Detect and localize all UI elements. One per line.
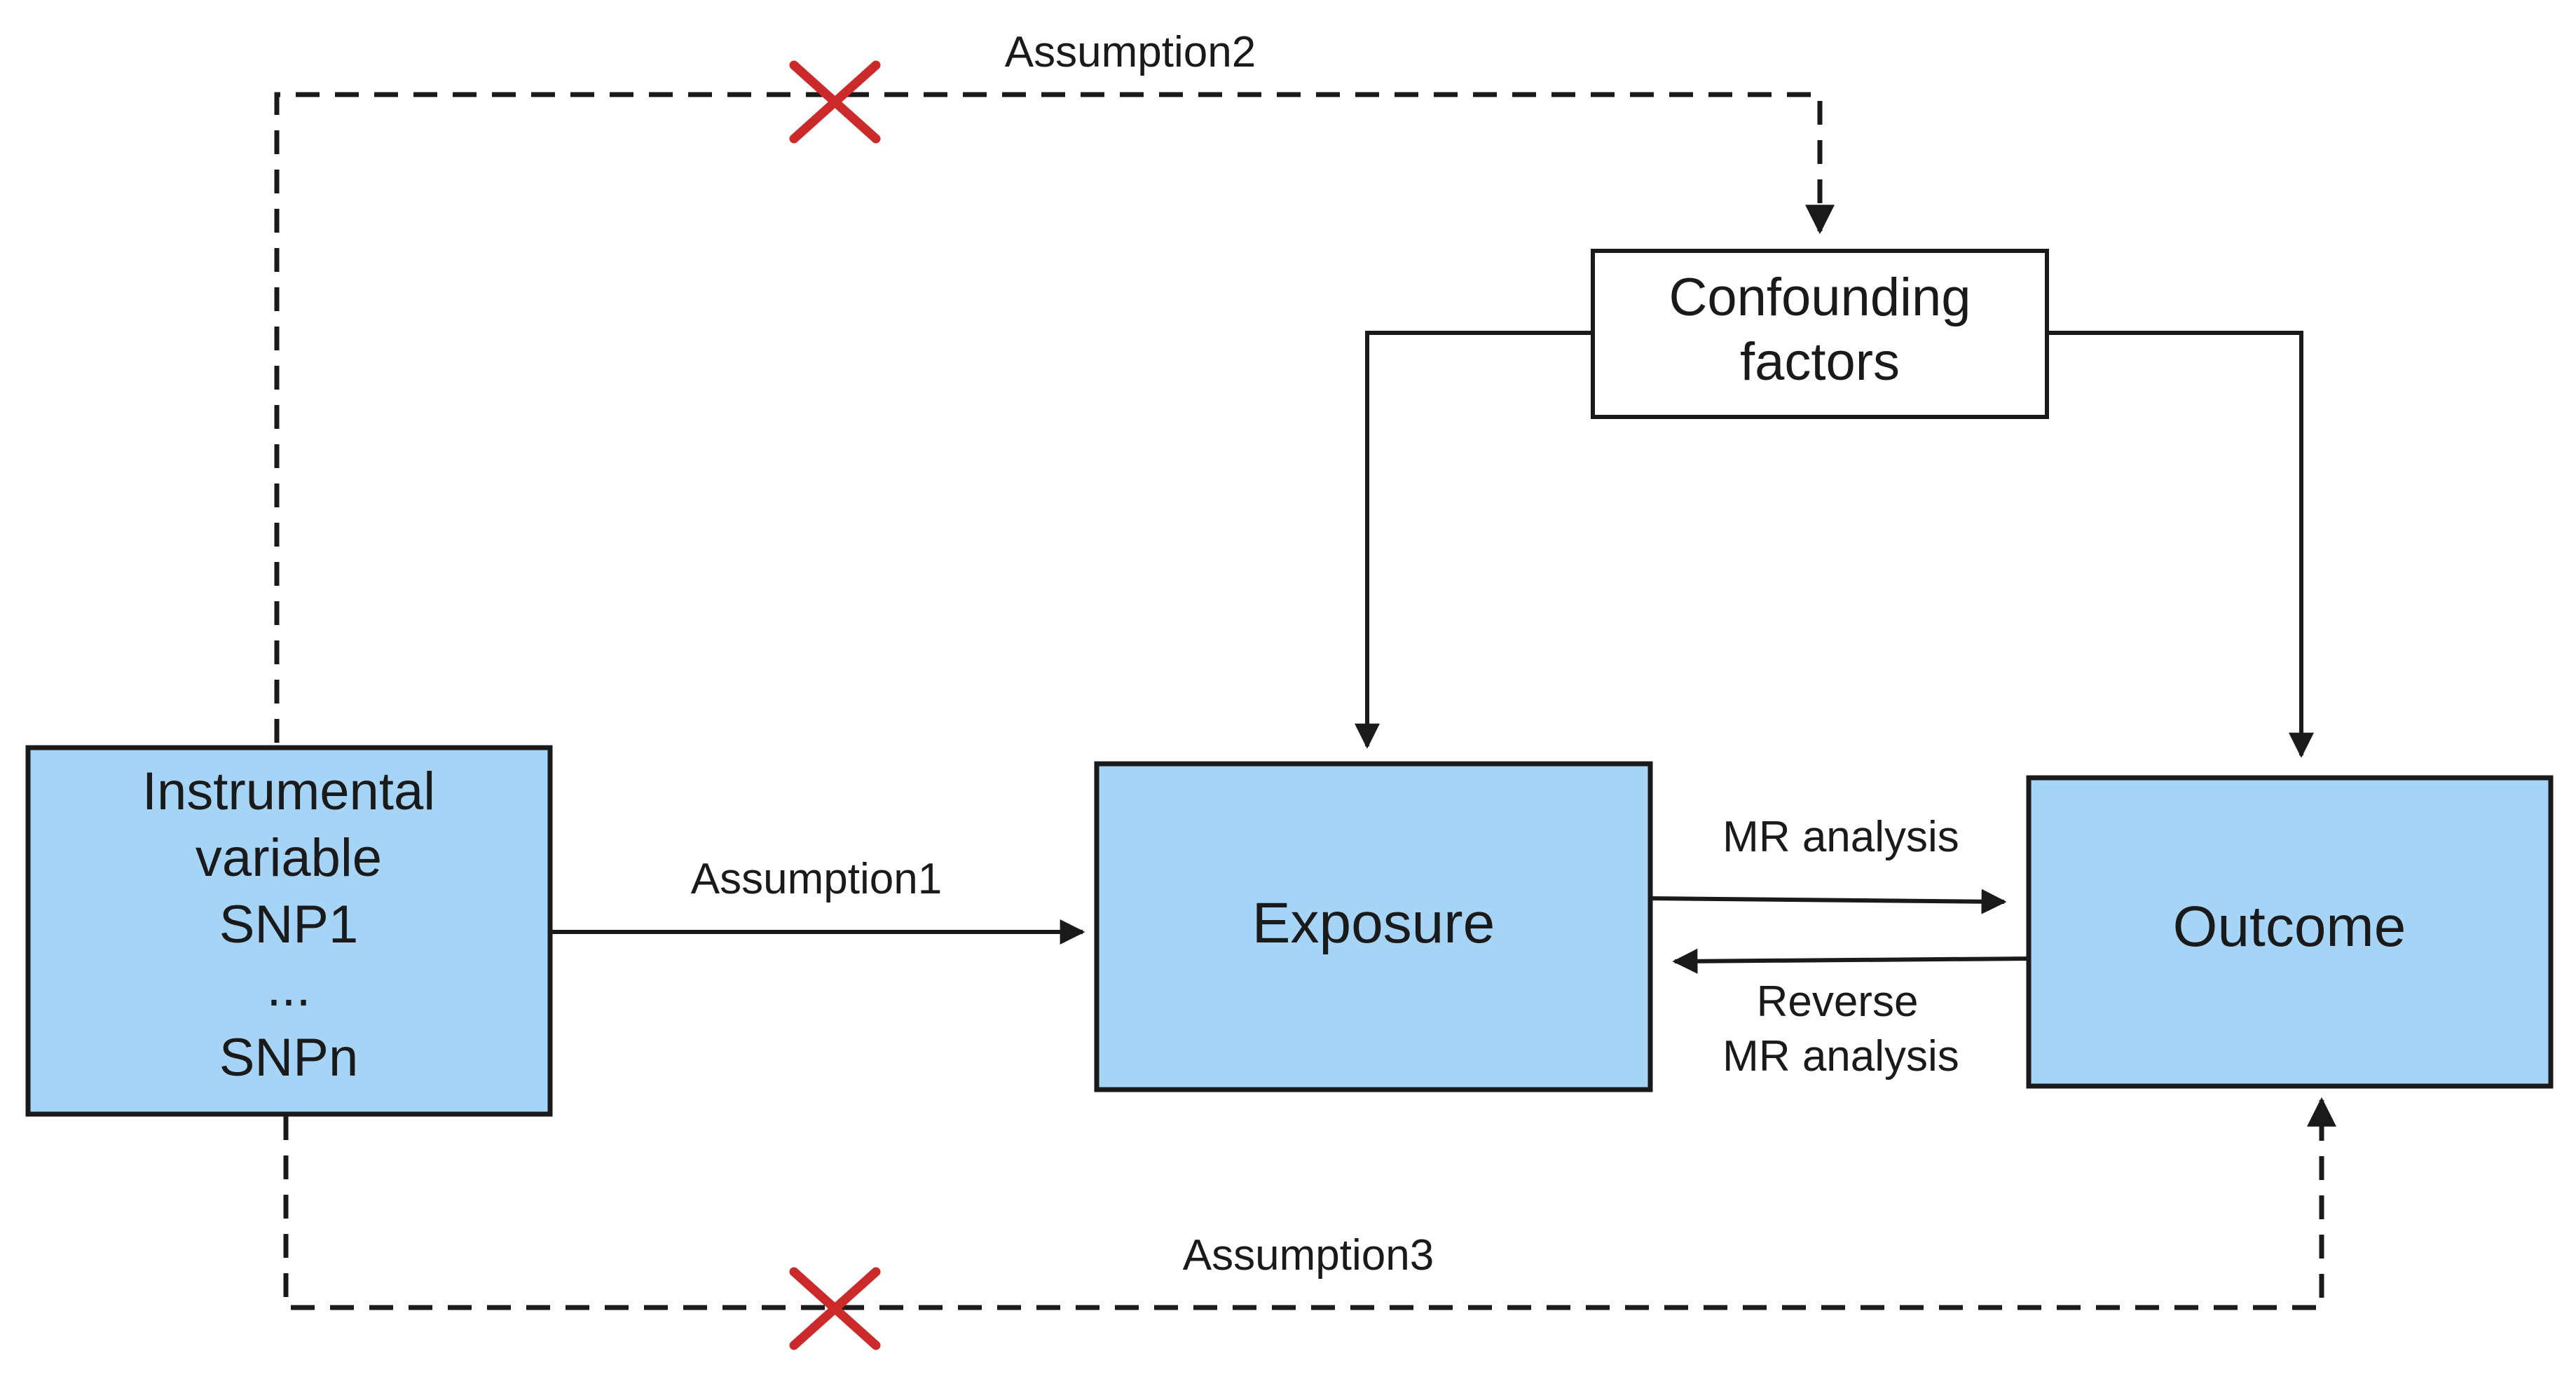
confounding-line-1: Confounding — [1669, 268, 1971, 327]
confounding-to-exposure-arrow — [1355, 331, 1593, 749]
reverse-mr-analysis-arrow — [1672, 948, 2032, 974]
outcome-label: Outcome — [2173, 895, 2406, 959]
assumption2-label: Assumption2 — [1005, 28, 1256, 76]
exposure-label: Exposure — [1252, 891, 1495, 955]
instrument-line-5: SNPn — [219, 1028, 359, 1088]
mr-analysis-arrow — [1647, 889, 2007, 914]
instrument-line-4: ... — [266, 958, 310, 1017]
red-cross-icon — [789, 1267, 881, 1350]
reverse-mr-label-line-2: MR analysis — [1722, 1032, 1959, 1080]
confounding-to-outcome-arrow — [2046, 331, 2314, 758]
assumption1-label: Assumption1 — [691, 855, 942, 903]
assumption3-label: Assumption3 — [1183, 1231, 1434, 1279]
assumption3-path — [283, 1097, 2336, 1310]
mr-analysis-label: MR analysis — [1722, 813, 1959, 861]
assumption2-path — [274, 92, 1835, 743]
confounding-factors-box — [1591, 249, 2049, 419]
instrument-line-3: SNP1 — [219, 895, 359, 954]
confounding-line-2: factors — [1740, 332, 1900, 392]
reverse-mr-label-line-1: Reverse — [1757, 977, 1919, 1026]
instrument-line-1: Instrumental — [142, 762, 435, 821]
red-cross-icon — [789, 60, 881, 144]
instrumental-variable-box — [25, 745, 553, 1117]
exposure-box — [1094, 761, 1653, 1092]
instrument-line-2: variable — [196, 828, 382, 888]
outcome-box — [2026, 775, 2554, 1089]
